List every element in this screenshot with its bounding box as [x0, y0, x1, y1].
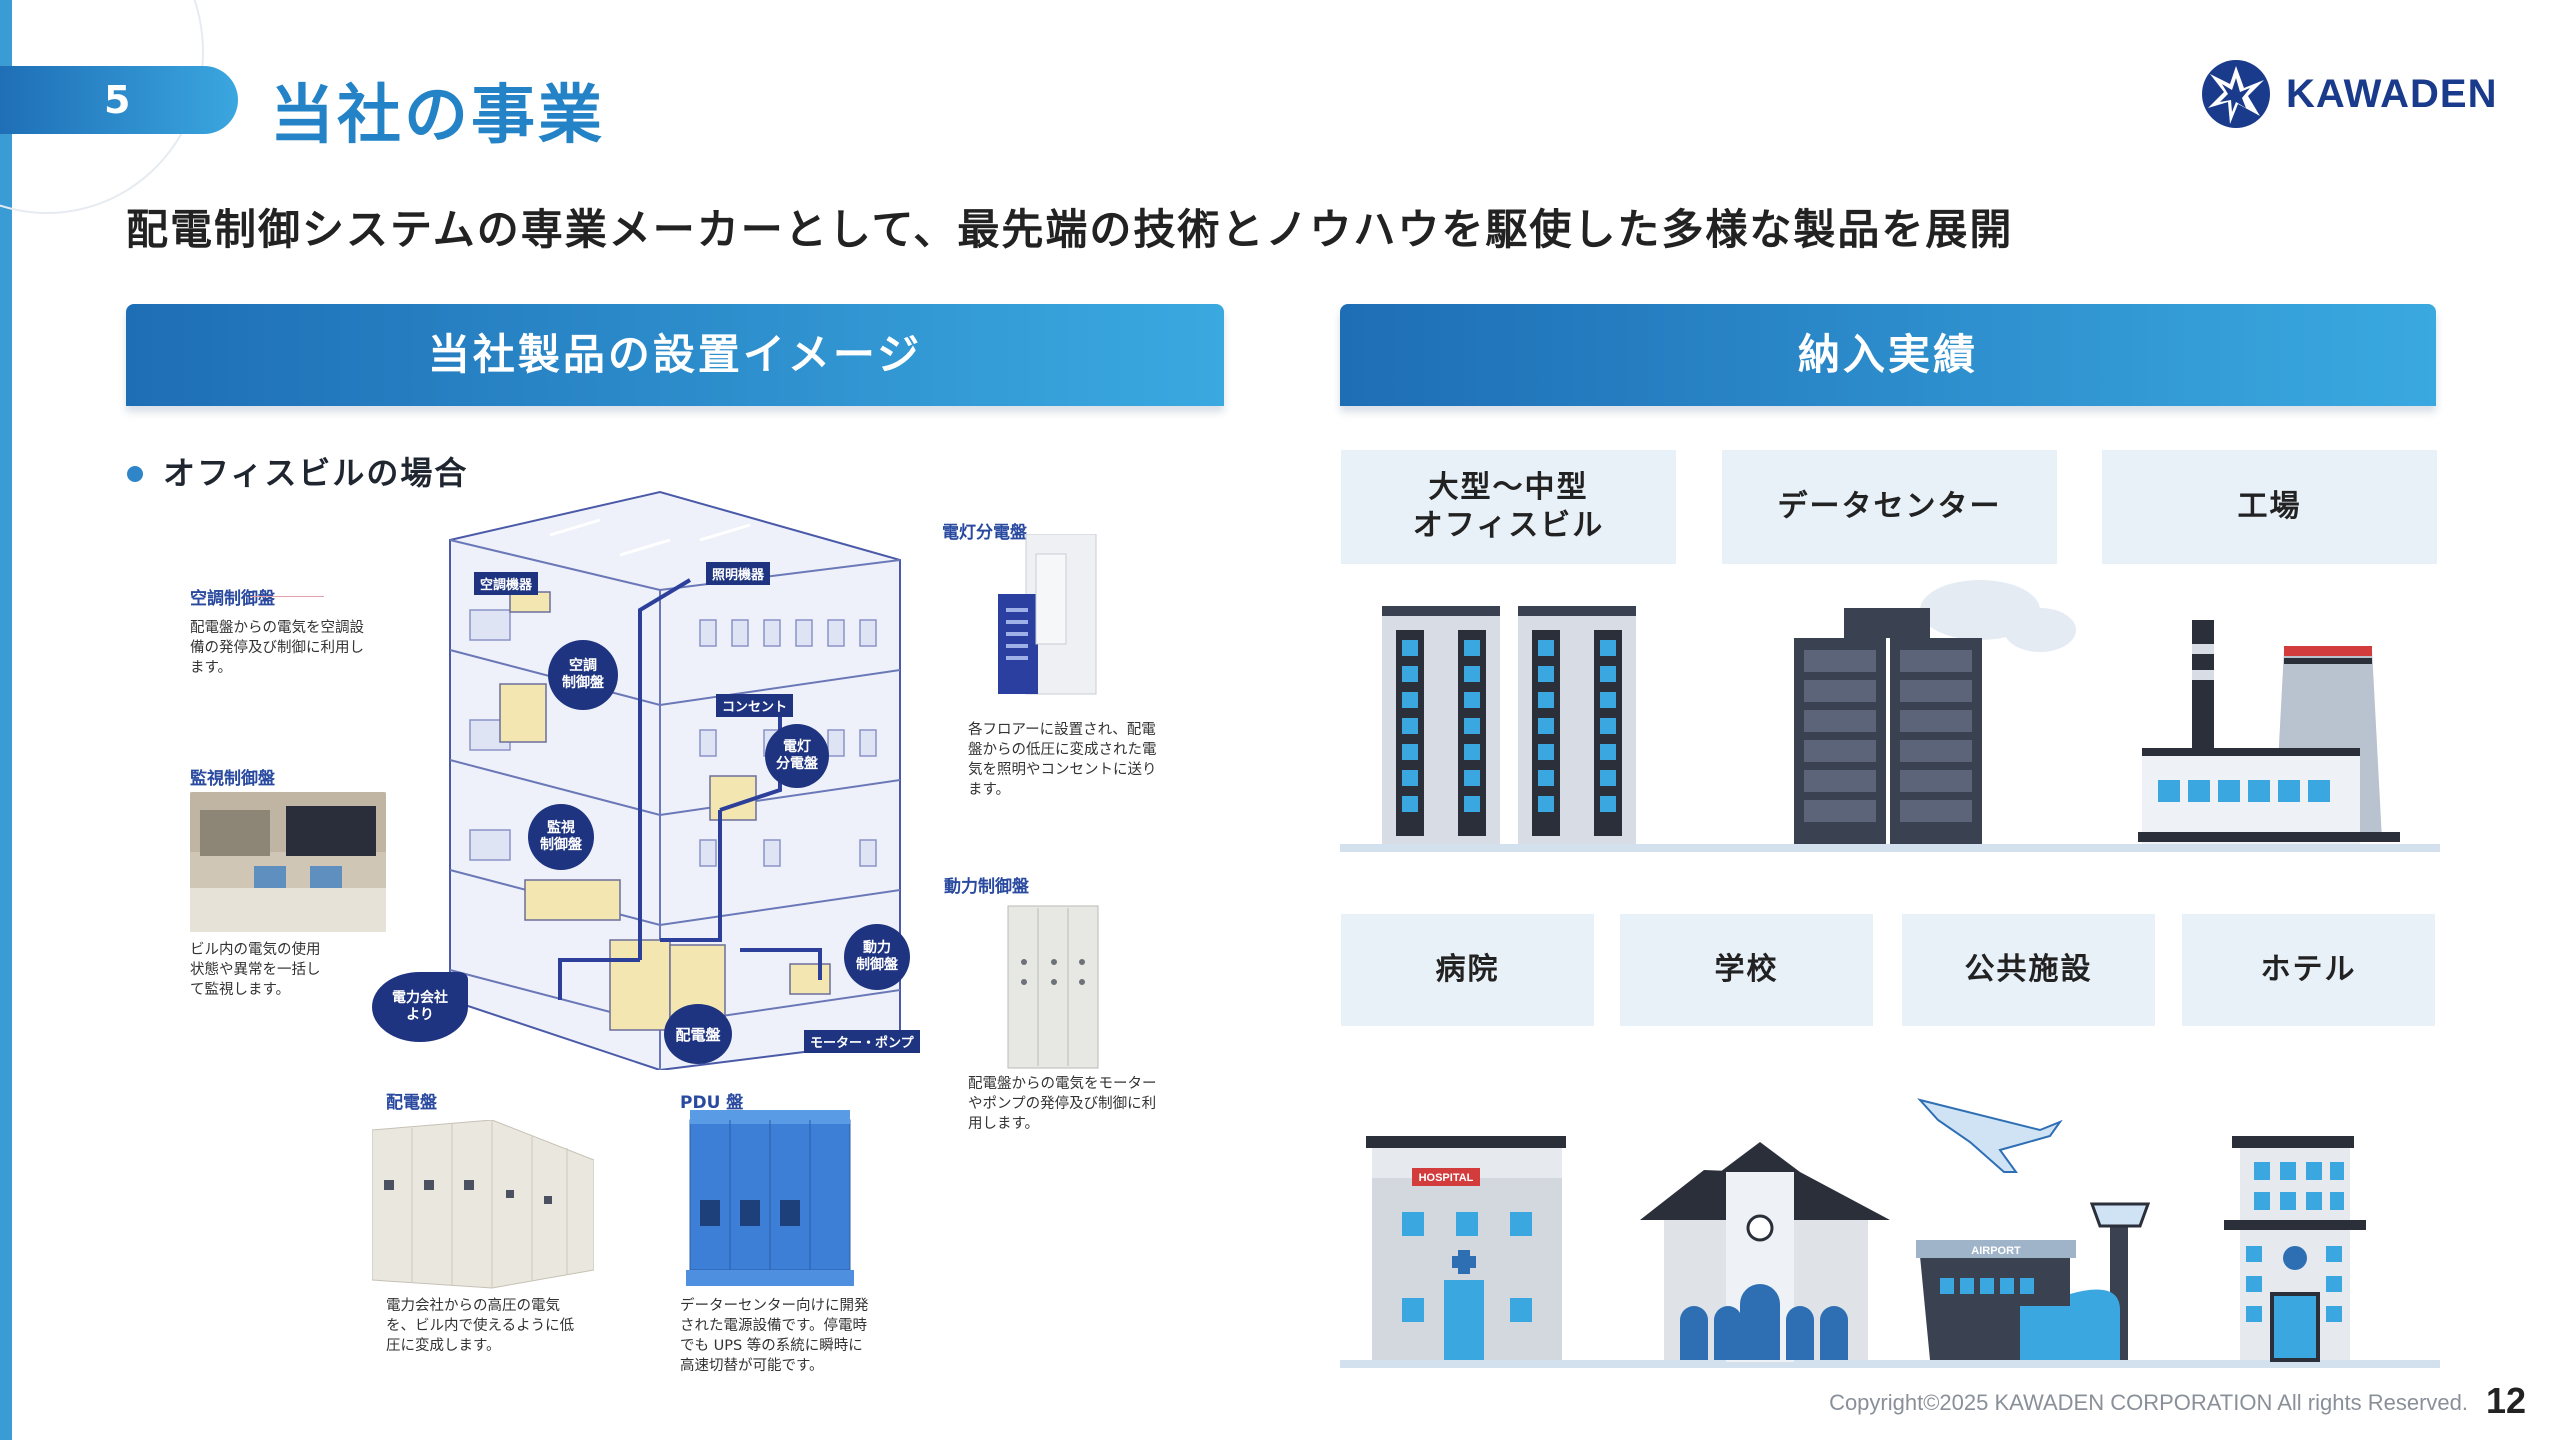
hospital-icon: HOSPITAL	[1366, 1136, 1566, 1360]
airport-sign: AIRPORT	[1971, 1245, 2021, 1257]
callout-lighting-desc: 各フロアーに設置され、配電 盤からの低圧に変成された電 気を照明やコンセントに送…	[968, 722, 1157, 798]
factory-icon	[2138, 620, 2400, 844]
badge-lighting-panel: 電灯 分電盤	[765, 724, 829, 788]
kawaden-emblem-icon	[2202, 60, 2270, 128]
section-number-badge: 5	[0, 66, 238, 134]
switchboard-photo	[372, 1120, 594, 1289]
school-icon	[1640, 1142, 1890, 1362]
callout-power-title: 動力制御盤	[944, 877, 1029, 897]
category-data-center: データセンター	[1722, 450, 2057, 564]
hospital-sign: HOSPITAL	[1419, 1172, 1474, 1184]
page-number: 12	[2486, 1380, 2527, 1421]
category-hotel: ホテル	[2182, 914, 2435, 1026]
callout-switchboard-title: 配電盤	[386, 1093, 437, 1113]
right-panel-heading: 納入実績	[1340, 304, 2436, 406]
slide-title: 当社の事業	[270, 79, 605, 153]
company-logo: KAWADEN	[2200, 58, 2497, 130]
left-panel-heading: 当社製品の設置イメージ	[126, 304, 1224, 406]
bullet-dot	[127, 466, 143, 482]
badge-utility-supply: 電力会社 より	[372, 972, 468, 1042]
callout-monitor-desc: ビル内の電気の使用 状態や異常を一括し て監視します。	[190, 942, 321, 998]
bullet-office-building: オフィスビルの場合	[163, 454, 469, 492]
lead-text: 配電制御システムの専業メーカーとして、最先端の技術とノウハウを駆使した多様な製品…	[126, 205, 2014, 254]
tag-outlet: コンセント	[716, 694, 794, 717]
category-office: 大型～中型 オフィスビル	[1341, 450, 1676, 564]
leader-line	[250, 596, 324, 597]
callout-aircon-title: 空調制御盤	[190, 589, 275, 609]
callout-power-desc: 配電盤からの電気をモーター やポンプの発停及び制御に利 用します。	[968, 1076, 1157, 1132]
callout-monitor-title: 監視制御盤	[190, 769, 275, 789]
lighting-panel-photo	[998, 534, 1097, 695]
callout-pdu-title: PDU 盤	[680, 1093, 744, 1113]
category-hospital: 病院	[1341, 914, 1594, 1026]
left-accent-stripe	[0, 0, 12, 1440]
office-building-icon	[1382, 606, 1636, 844]
row1-illustrations	[1340, 580, 2440, 852]
tag-motor-pump: モーター・ポンプ	[804, 1030, 920, 1053]
callout-lighting-title: 電灯分電盤	[942, 523, 1027, 543]
building-diagram	[449, 490, 901, 1070]
badge-power-panel: 動力 制御盤	[844, 924, 910, 990]
callout-switchboard-desc: 電力会社からの高圧の電気 を、ビル内で使えるように低 圧に変成します。	[386, 1298, 575, 1354]
logo-wordmark: KAWADEN	[2286, 71, 2498, 116]
power-panel-photo	[1007, 905, 1099, 1069]
hotel-icon	[2224, 1136, 2366, 1362]
badge-aircon-panel: 空調 制御盤	[548, 640, 618, 710]
tag-lighting-equipment: 照明機器	[706, 562, 771, 585]
tag-aircon-equipment: 空調機器	[474, 572, 539, 595]
monitor-room-photo	[190, 792, 386, 932]
data-center-icon	[1794, 580, 2076, 844]
row2-illustrations: HOSPITAL AIRPORT	[1340, 1098, 2440, 1368]
section-number: 5	[104, 78, 131, 122]
copyright-text: Copyright©2025 KAWADEN CORPORATION All r…	[1829, 1390, 2468, 1415]
category-public-facility: 公共施設	[1902, 914, 2155, 1026]
badge-monitor-panel: 監視 制御盤	[528, 804, 594, 870]
category-school: 学校	[1620, 914, 1873, 1026]
callout-pdu-desc: データーセンター向けに開発 された電源設備です。停電時 でも UPS 等の系統に…	[680, 1298, 869, 1374]
pdu-panel-photo	[686, 1110, 854, 1286]
badge-switchboard: 配電盤	[664, 1004, 732, 1064]
callout-aircon-desc: 配電盤からの電気を空調設 備の発停及び制御に利用し ます。	[190, 620, 364, 676]
airplane-icon	[1917, 1098, 2063, 1173]
category-factory: 工場	[2102, 450, 2437, 564]
airport-icon: AIRPORT	[1916, 1098, 2151, 1360]
